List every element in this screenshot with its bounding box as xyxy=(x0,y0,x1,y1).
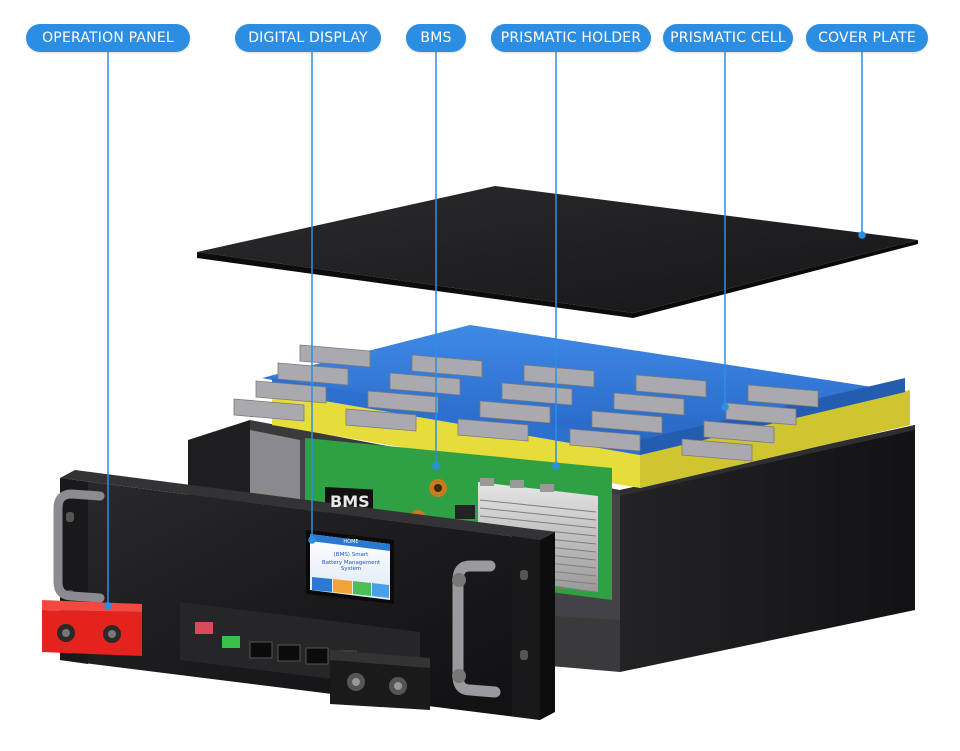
label-text: BMS xyxy=(420,30,452,46)
positive-terminal[interactable] xyxy=(42,600,142,656)
busbar xyxy=(681,438,753,462)
busbar xyxy=(345,408,417,432)
label-prismatic-cell: PRISMATIC CELL xyxy=(663,24,793,52)
label-text: DIGITAL DISPLAY xyxy=(248,30,368,46)
rj45-port[interactable] xyxy=(249,641,273,659)
bms-chip-label: BMS xyxy=(330,492,370,511)
screen-line-2: Battery Management System xyxy=(321,560,381,572)
screen-title: HOME xyxy=(343,539,359,545)
leader-dot-operation-panel xyxy=(104,602,112,610)
screen-line-1: (BMS) Smart xyxy=(333,552,369,558)
screen-tile-1[interactable] xyxy=(312,577,332,592)
busbar xyxy=(747,384,819,408)
leader-dot-prismatic-cell xyxy=(721,403,729,411)
label-prismatic-holder: PRISMATIC HOLDER xyxy=(491,24,651,52)
label-text: PRISMATIC CELL xyxy=(670,30,786,46)
leader-dot-cover-plate xyxy=(858,231,866,239)
dip-switch[interactable] xyxy=(195,622,213,634)
busbar xyxy=(725,402,797,426)
busbar xyxy=(613,392,685,416)
leader-dot-bms xyxy=(432,462,440,470)
screen-tile-2[interactable] xyxy=(333,579,352,594)
label-bms: BMS xyxy=(406,24,466,52)
heat-sink-fin xyxy=(479,499,597,513)
busbar xyxy=(233,398,305,422)
busbar xyxy=(569,428,641,452)
busbar xyxy=(255,380,327,404)
label-cover-plate: COVER PLATE xyxy=(806,24,928,52)
leader-dot-prismatic-holder xyxy=(552,462,560,470)
busbar xyxy=(591,410,663,434)
busbar xyxy=(501,382,573,406)
busbar xyxy=(479,400,551,424)
busbar xyxy=(299,344,371,368)
leader-dot-digital-display xyxy=(308,536,316,544)
screen-tile-4[interactable] xyxy=(372,583,389,598)
busbar xyxy=(703,420,775,444)
busbar xyxy=(277,362,349,386)
digital-display xyxy=(306,530,394,604)
busbar xyxy=(635,374,707,398)
busbar-group xyxy=(233,344,819,462)
screen-tile-3[interactable] xyxy=(353,581,371,596)
heat-sink-fin xyxy=(479,507,597,521)
busbar xyxy=(523,364,595,388)
busbar xyxy=(367,390,439,414)
label-operation-panel: OPERATION PANEL xyxy=(26,24,190,52)
label-text: PRISMATIC HOLDER xyxy=(500,30,642,46)
screen-content: HOME (BMS) Smart Battery Management Syst… xyxy=(312,537,390,597)
right-handle[interactable] xyxy=(452,560,501,698)
cover-plate xyxy=(197,186,918,318)
rj45-port[interactable] xyxy=(277,644,301,662)
leader-lines xyxy=(104,52,866,610)
rj45-port[interactable] xyxy=(305,647,329,665)
heat-sink-fin xyxy=(479,515,597,529)
left-handle[interactable] xyxy=(53,489,105,603)
negative-terminal[interactable] xyxy=(330,650,430,710)
busbar xyxy=(457,418,529,442)
terminal-block-green[interactable] xyxy=(222,636,240,648)
label-text: OPERATION PANEL xyxy=(42,30,174,46)
label-digital-display: DIGITAL DISPLAY xyxy=(235,24,381,52)
label-text: COVER PLATE xyxy=(818,30,916,46)
busbar xyxy=(411,354,483,378)
